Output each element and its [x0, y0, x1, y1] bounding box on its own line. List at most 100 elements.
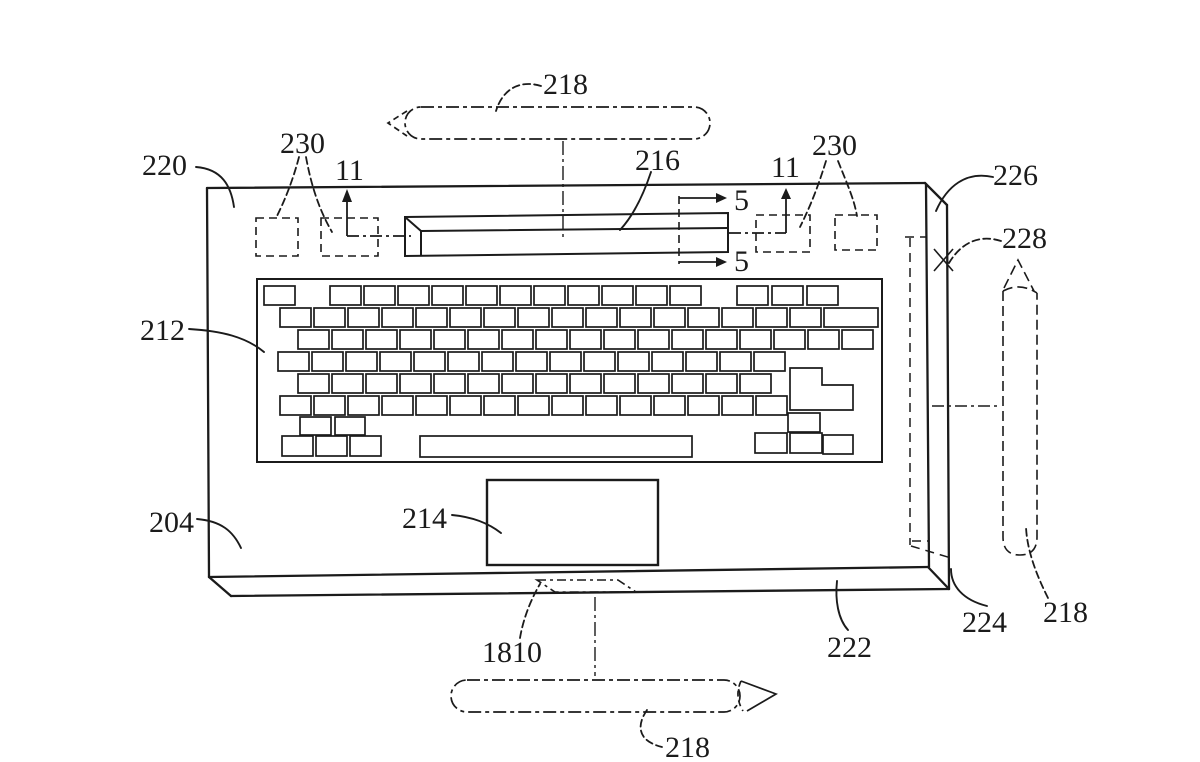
stylus-bottom-tip-arc	[737, 680, 744, 712]
keyboard-outline	[256, 278, 883, 463]
stylus-top-body	[404, 106, 711, 140]
device-bevel-bottom-right	[926, 565, 951, 591]
keyboard-key	[334, 416, 366, 436]
keyboard-key	[363, 285, 396, 306]
keyboard-key	[399, 373, 432, 394]
keyboard-key	[603, 373, 636, 394]
keyboard-key	[311, 351, 344, 372]
keyboard-key	[535, 329, 568, 350]
leader-216	[619, 171, 652, 231]
keyboard-key	[789, 307, 822, 328]
device-front-top-edge	[207, 565, 930, 579]
label-224: 224	[962, 606, 1007, 639]
keyboard-key	[499, 285, 532, 306]
keyboard-key	[315, 435, 348, 457]
keyboard-key	[415, 395, 448, 416]
device-right-inner-edge	[924, 182, 931, 569]
keyboard-key	[569, 373, 602, 394]
leader-218-right	[1025, 526, 1049, 599]
keyboard-key	[381, 307, 414, 328]
keyboard-key	[787, 412, 821, 433]
keyboard-key	[467, 373, 500, 394]
keyboard-key	[705, 329, 738, 350]
keyboard-key	[299, 416, 332, 436]
dock-square	[834, 214, 878, 251]
dashed-leader-lines	[275, 83, 1049, 748]
keyboard-key	[585, 307, 618, 328]
keyboard-key	[329, 285, 362, 306]
keyboard-key	[671, 329, 704, 350]
keyboard-key	[419, 435, 693, 458]
label-218-top: 218	[543, 68, 588, 101]
keyboard-key	[773, 329, 806, 350]
keyboard-key	[397, 285, 430, 306]
garage-bottom-bevel	[910, 545, 952, 559]
leader-230-left-b	[305, 156, 333, 233]
device-right-outer-edge	[945, 203, 951, 591]
stylus-bottom-tip	[740, 680, 778, 712]
keyboard-key	[567, 285, 600, 306]
keyboard-key	[719, 351, 752, 372]
keyboard-key	[431, 285, 464, 306]
keyboard-key	[345, 351, 378, 372]
keyboard-key-enter	[789, 367, 854, 411]
keyboard-key	[379, 351, 412, 372]
leader-230-right-b	[837, 160, 858, 217]
keyboard-key	[653, 307, 686, 328]
device-bevel-bottom-left	[207, 575, 233, 598]
keyboard-key	[771, 285, 804, 306]
leader-204	[196, 518, 242, 549]
section-5	[678, 193, 727, 267]
keyboard-key	[841, 329, 874, 350]
dock-regions	[255, 214, 878, 257]
keyboard-key	[413, 351, 446, 372]
leader-228	[948, 237, 1002, 264]
keyboard-key	[637, 373, 670, 394]
garage-cross-mark	[933, 248, 954, 272]
label-1810: 1810	[482, 636, 542, 669]
keyboard-key	[465, 285, 498, 306]
keyboard-key	[619, 395, 652, 416]
stylus-bottom	[450, 679, 778, 713]
keyboard-key	[687, 307, 720, 328]
stylus-top-tip	[386, 110, 408, 137]
slot-outline	[404, 211, 729, 258]
label-214: 214	[402, 502, 447, 535]
dock-square	[255, 217, 299, 257]
stylus-right-body	[1002, 291, 1038, 556]
keyboard-key	[313, 395, 346, 416]
keyboard-key	[549, 351, 582, 372]
trackpad	[485, 478, 660, 567]
keyboard-key	[619, 307, 652, 328]
keyboard-key	[635, 285, 668, 306]
keyboard-key	[381, 395, 414, 416]
label-230-left: 230	[280, 127, 325, 160]
keyboard-key	[569, 329, 602, 350]
keyboard-key	[617, 351, 650, 372]
keyboard-key	[753, 351, 786, 372]
leader-218-top	[495, 83, 542, 112]
keyboard-key	[739, 329, 772, 350]
leader-214	[451, 514, 502, 534]
front-slot-1810	[534, 579, 639, 593]
keyboard-key	[481, 351, 514, 372]
keyboard-key	[515, 351, 548, 372]
keyboard-key	[467, 329, 500, 350]
leader-222	[835, 580, 849, 631]
leader-212	[188, 328, 265, 353]
arrowhead-up	[342, 189, 352, 202]
reference-labels: 220 230 11 218 216 5 5 11 230 226 228 21…	[140, 68, 1088, 762]
keyboard-key	[585, 395, 618, 416]
keyboard-key	[637, 329, 670, 350]
keyboard-key	[721, 395, 754, 416]
label-220: 220	[142, 149, 187, 182]
keyboard-key	[603, 329, 636, 350]
keyboard-key	[297, 373, 330, 394]
keyboard-key	[533, 285, 566, 306]
stylus-right	[1002, 258, 1038, 556]
keyboard-key	[449, 395, 482, 416]
keyboard-key	[517, 307, 550, 328]
label-226: 226	[993, 159, 1038, 192]
